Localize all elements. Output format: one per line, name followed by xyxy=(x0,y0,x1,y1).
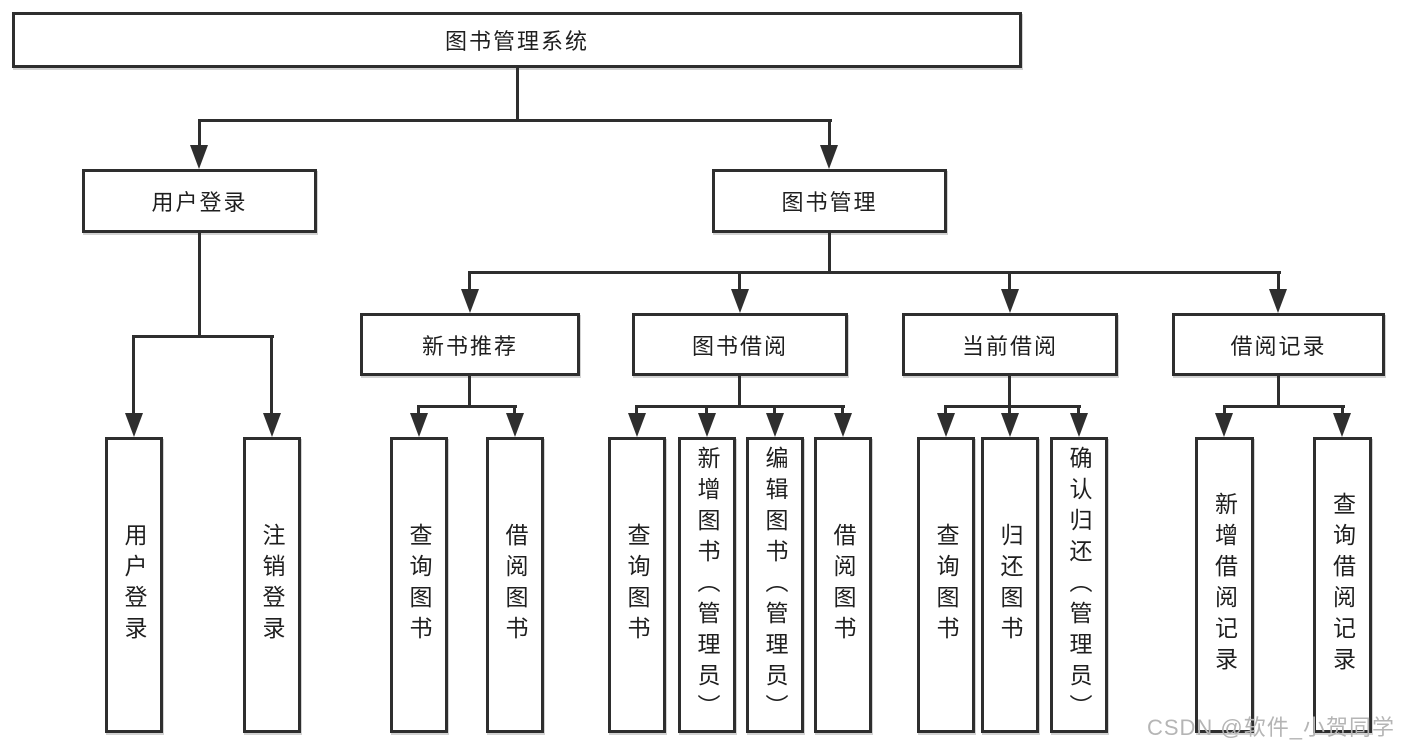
arrow-down-icon xyxy=(461,289,479,313)
connector-line xyxy=(1008,405,1011,417)
connector-line xyxy=(738,376,741,407)
leaf-logout: 注销登录 xyxy=(243,437,301,733)
connector-line xyxy=(1008,271,1011,291)
leaf-query-borrow-record: 查询借阅记录 xyxy=(1313,437,1372,733)
arrow-down-icon xyxy=(766,413,784,437)
arrow-down-icon xyxy=(834,413,852,437)
connector-line xyxy=(198,233,201,336)
arrow-down-icon xyxy=(1333,413,1351,437)
arrow-down-icon xyxy=(1001,413,1019,437)
node-root: 图书管理系统 xyxy=(12,12,1022,68)
arrow-down-icon xyxy=(820,145,838,169)
leaf-query-books-borrowing: 查询图书 xyxy=(608,437,666,733)
connector-line xyxy=(132,335,135,415)
leaf-borrow-books-recommend: 借阅图书 xyxy=(486,437,544,733)
connector-line xyxy=(773,405,776,417)
connector-line xyxy=(828,119,831,149)
connector-line xyxy=(270,335,273,415)
arrow-down-icon xyxy=(410,413,428,437)
node-current-borrowing: 当前借阅 xyxy=(902,313,1118,376)
leaf-user-login: 用户登录 xyxy=(105,437,163,733)
node-new-book-recommend: 新书推荐 xyxy=(360,313,580,376)
connector-line xyxy=(635,405,845,408)
arrow-down-icon xyxy=(1070,413,1088,437)
connector-line xyxy=(944,405,1081,408)
arrow-down-icon xyxy=(1215,413,1233,437)
watermark: CSDN @软件_小贺同学 xyxy=(1146,715,1395,740)
arrow-down-icon xyxy=(506,413,524,437)
connector-line xyxy=(132,335,274,338)
connector-line xyxy=(1277,271,1280,291)
leaf-add-book-admin: 新增图书（管理员） xyxy=(678,437,736,733)
connector-line xyxy=(198,119,832,122)
connector-line xyxy=(1223,405,1345,408)
connector-line xyxy=(1341,405,1344,417)
connector-line xyxy=(1008,376,1011,407)
leaf-query-books-recommend: 查询图书 xyxy=(390,437,448,733)
leaf-add-borrow-record: 新增借阅记录 xyxy=(1195,437,1254,733)
node-book-management: 图书管理 xyxy=(712,169,947,233)
connector-line xyxy=(1223,405,1226,417)
arrow-down-icon xyxy=(190,145,208,169)
leaf-borrow-books-borrowing: 借阅图书 xyxy=(814,437,872,733)
arrow-down-icon xyxy=(698,413,716,437)
connector-line xyxy=(417,405,517,408)
connector-line xyxy=(841,405,844,417)
arrow-down-icon xyxy=(937,413,955,437)
node-user-login: 用户登录 xyxy=(82,169,317,233)
arrow-down-icon xyxy=(1001,289,1019,313)
connector-line xyxy=(513,405,516,417)
connector-line xyxy=(516,68,519,119)
connector-line xyxy=(468,376,471,407)
arrow-down-icon xyxy=(125,413,143,437)
node-book-borrowing: 图书借阅 xyxy=(632,313,848,376)
connector-line xyxy=(738,271,741,291)
arrow-down-icon xyxy=(1269,289,1287,313)
connector-line xyxy=(469,271,1281,274)
connector-line xyxy=(1277,376,1280,407)
connector-line xyxy=(468,271,471,291)
leaf-query-books-current: 查询图书 xyxy=(917,437,975,733)
leaf-confirm-return-admin: 确认归还（管理员） xyxy=(1050,437,1108,733)
node-borrowing-records: 借阅记录 xyxy=(1172,313,1385,376)
leaf-edit-book-admin: 编辑图书（管理员） xyxy=(746,437,804,733)
connector-line xyxy=(635,405,638,417)
connector-line xyxy=(944,405,947,417)
arrow-down-icon xyxy=(263,413,281,437)
connector-line xyxy=(198,119,201,149)
arrow-down-icon xyxy=(731,289,749,313)
connector-line xyxy=(417,405,420,417)
connector-line xyxy=(828,233,831,274)
connector-line xyxy=(705,405,708,417)
arrow-down-icon xyxy=(628,413,646,437)
connector-line xyxy=(1077,405,1080,417)
leaf-return-books: 归还图书 xyxy=(981,437,1039,733)
